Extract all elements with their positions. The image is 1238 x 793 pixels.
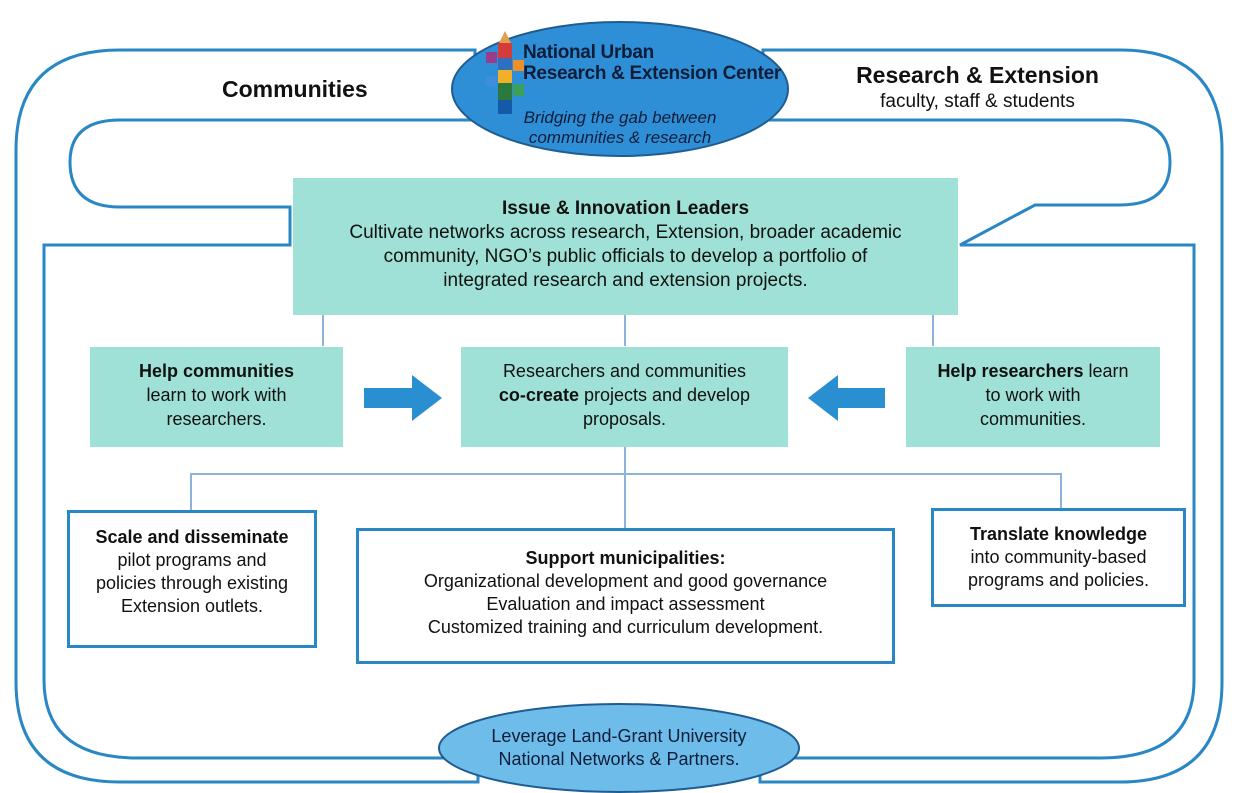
right-loop: [758, 48, 1224, 784]
cocreate-box: Researchers and communities co-create pr…: [461, 347, 788, 447]
help-researchers-box: Help researchers learn to work with comm…: [906, 347, 1160, 447]
scale-line-2: pilot programs and: [117, 550, 267, 570]
scale-title: Scale and disseminate: [95, 527, 289, 547]
help-communities-title: Help communities: [138, 361, 295, 381]
leaders-line-3: integrated research and extension projec…: [443, 270, 808, 291]
translate-line-3: programs and policies.: [967, 570, 1150, 590]
bottom-line-2: National Networks & Partners.: [498, 749, 740, 769]
cocreate-line-2-rest: projects and develop: [578, 385, 751, 405]
pencil-logo-icon: [486, 31, 524, 114]
cocreate-bold: co-create: [498, 385, 579, 405]
research-extension-heading: Research & Extension faculty, staff & st…: [840, 62, 1115, 113]
leaders-line-2: community, NGO’s public officials to dev…: [383, 246, 868, 267]
scale-line-3: policies through existing: [95, 573, 289, 593]
help-communities-line-2: learn to work with: [146, 385, 287, 405]
top-ellipse: [451, 21, 789, 157]
connectors: [190, 314, 1062, 528]
support-line-2: Organizational development and good gove…: [423, 571, 828, 591]
help-communities-box: Help communities learn to work with rese…: [90, 347, 343, 447]
help-communities-line-3: researchers.: [166, 409, 267, 429]
support-line-4: Customized training and curriculum devel…: [427, 617, 824, 637]
support-line-3: Evaluation and impact assessment: [486, 594, 765, 614]
help-researchers-line-1: Help researchers learn: [906, 359, 1160, 383]
help-researchers-rest: learn: [1083, 361, 1129, 381]
scale-line-4: Extension outlets.: [120, 596, 264, 616]
bottom-ellipse: [438, 703, 800, 793]
logo-line-2: Research & Extension Center: [523, 63, 781, 84]
logo-title: National Urban Research & Extension Cent…: [523, 42, 789, 84]
issue-innovation-leaders-box: Issue & Innovation Leaders Cultivate net…: [293, 178, 958, 315]
translate-line-2: into community-based: [970, 547, 1147, 567]
left-loop: [14, 48, 480, 784]
help-researchers-line-3: communities.: [979, 409, 1087, 429]
arrow-left-icon: [808, 375, 885, 421]
bottom-ellipse-text: Leverage Land-Grant University National …: [460, 725, 778, 771]
cocreate-line-1: Researchers and communities: [502, 361, 747, 381]
leaders-title: Issue & Innovation Leaders: [501, 198, 750, 219]
leaders-line-1: Cultivate networks across research, Exte…: [349, 222, 902, 243]
tagline-line-1: Bridging the gab between: [523, 108, 717, 127]
communities-label: Communities: [222, 76, 368, 102]
translate-knowledge-box: Translate knowledge into community-based…: [931, 508, 1186, 607]
translate-title: Translate knowledge: [969, 524, 1148, 544]
support-title: Support municipalities:: [525, 548, 726, 568]
help-researchers-line-2: to work with: [985, 385, 1081, 405]
cocreate-line-3: proposals.: [582, 409, 667, 429]
research-extension-label: Research & Extension: [856, 62, 1099, 88]
scale-disseminate-box: Scale and disseminate pilot programs and…: [67, 510, 317, 648]
arrow-right-icon: [364, 375, 442, 421]
tagline-line-2: communities & research: [528, 128, 712, 147]
bottom-line-1: Leverage Land-Grant University: [491, 726, 747, 746]
tagline: Bridging the gab between communities & r…: [500, 108, 740, 148]
cocreate-line-2: co-create projects and develop: [461, 383, 788, 407]
support-municipalities-box: Support municipalities: Organizational d…: [356, 528, 895, 664]
help-researchers-title: Help researchers: [937, 361, 1084, 381]
research-extension-sub: faculty, staff & students: [880, 91, 1075, 112]
logo-line-1: National Urban: [523, 42, 654, 63]
